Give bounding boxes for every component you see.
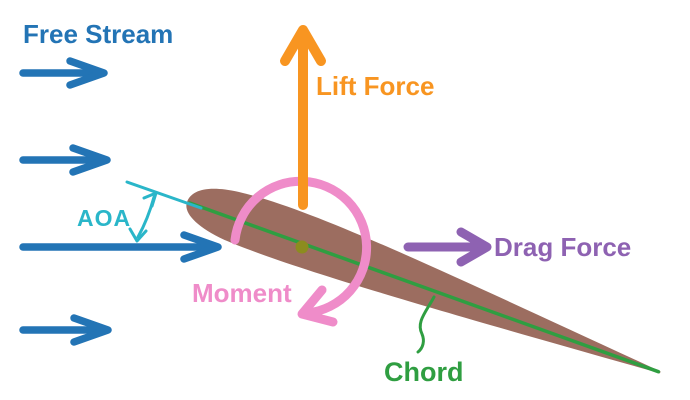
chord-extension-line [125,180,203,210]
flow-arrow-head [70,314,112,346]
free-stream-arrow-3-aoa-baseline [19,231,222,263]
drag-force-label: Drag Force [494,232,631,262]
moment-arrow [230,176,372,327]
aoa-arrow-head-top [142,191,158,208]
flow-arrow-head [180,231,222,263]
moment-arc [230,176,372,318]
flow-arrow-head [69,144,111,176]
free-stream-arrow-4 [19,314,112,346]
free-stream-arrow-2 [19,144,111,176]
drag-force-arrow [403,227,492,267]
lift-arrow-head [280,25,326,66]
aerodynamic-center-dot [295,240,309,254]
free-stream-label: Free Stream [23,19,173,49]
airfoil-body [186,188,661,374]
airfoil-group [186,188,661,374]
chord-leader-line [416,295,436,354]
aoa-arrow-head-bottom [128,227,148,243]
lift-force-arrow [280,25,326,210]
drag-arrow-head [456,227,492,267]
chord-line [188,201,661,374]
moment-label: Moment [192,278,292,308]
free-stream-arrows [19,57,222,346]
aoa-label: AOA [77,205,131,231]
lift-force-label: Lift Force [316,71,434,101]
free-stream-arrow-1 [19,57,108,89]
moment-arrow-head [297,285,338,327]
flow-arrow-head [66,57,108,89]
chord-label: Chord [384,357,463,387]
aoa-angle-arrow [128,191,158,243]
